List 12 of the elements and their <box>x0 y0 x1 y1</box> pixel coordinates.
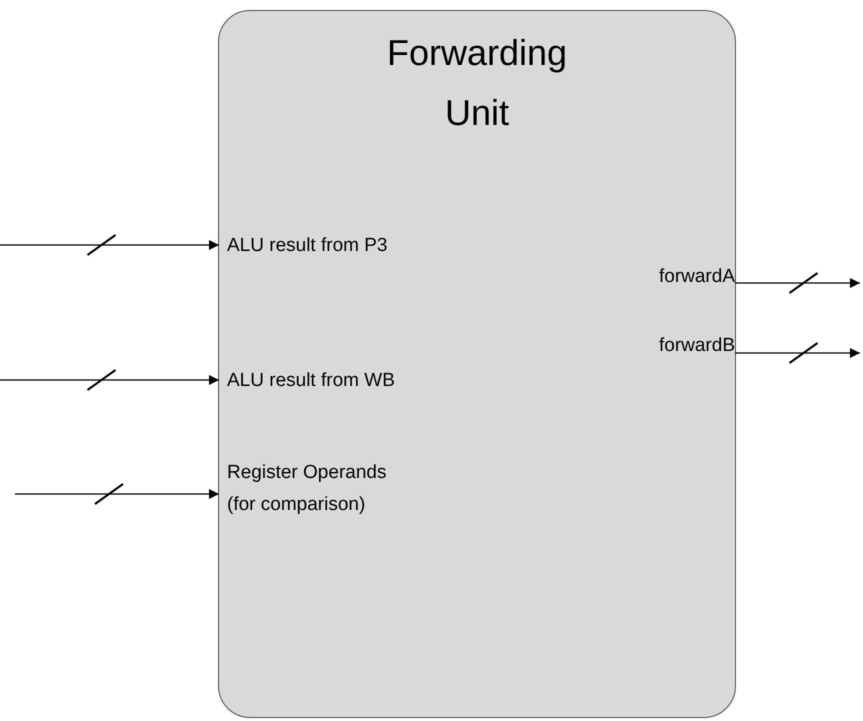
bus-arrow <box>0 375 219 385</box>
port-label: ALU result from WB <box>219 365 459 397</box>
port-label: Register Operands (for comparison) <box>219 457 419 521</box>
port-label: forwardA <box>658 261 735 293</box>
bus-arrow <box>15 489 219 499</box>
block-title: Forwarding Unit <box>386 31 568 135</box>
port-label: forwardB <box>658 330 735 362</box>
bus-arrow <box>735 348 860 358</box>
port-label: ALU result from P3 <box>219 230 459 262</box>
bus-arrow <box>0 240 219 250</box>
unit-block <box>218 10 736 718</box>
bus-arrow <box>735 278 860 288</box>
